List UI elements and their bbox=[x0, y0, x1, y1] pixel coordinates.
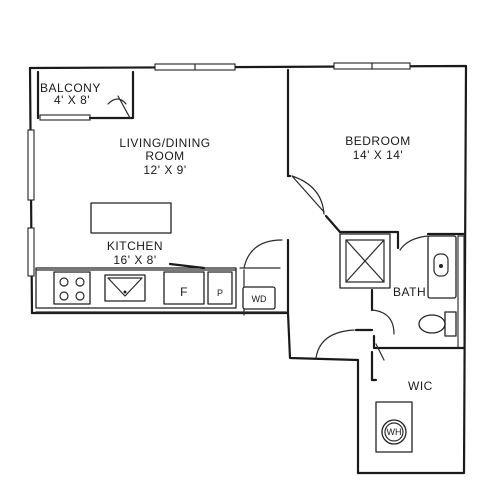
wh-label: WH bbox=[387, 427, 402, 437]
living-label-2: ROOM bbox=[145, 149, 184, 163]
range bbox=[53, 271, 91, 305]
living-size: 12' X 9' bbox=[143, 163, 186, 177]
pantry-label: P bbox=[217, 288, 223, 298]
kitchen-island bbox=[90, 202, 172, 234]
bedroom-walls bbox=[286, 68, 466, 251]
kitchen-label: KITCHEN bbox=[107, 239, 163, 253]
balcony-label: BALCONY bbox=[40, 81, 101, 95]
wd-label: WD bbox=[252, 294, 267, 304]
balcony-size: 4' X 8' bbox=[54, 93, 90, 107]
toilet-bowl bbox=[418, 314, 446, 334]
toilet-tank bbox=[444, 311, 457, 337]
refrigerator bbox=[163, 271, 205, 305]
sink bbox=[433, 253, 449, 277]
bedroom-label: BEDROOM bbox=[345, 134, 411, 148]
pantry bbox=[207, 271, 233, 305]
balcony-walls bbox=[36, 70, 135, 120]
bath-label: BATH bbox=[393, 285, 426, 299]
wic-label: WIC bbox=[408, 379, 433, 393]
living-label: LIVING/DINING bbox=[119, 136, 210, 150]
fridge-label: F bbox=[180, 285, 188, 299]
bedroom-size: 14' X 14' bbox=[353, 148, 403, 162]
washer-dryer bbox=[242, 286, 276, 310]
kitchen-fixtures bbox=[35, 202, 287, 313]
kitchen-size: 16' X 8' bbox=[113, 253, 156, 267]
bath-walls bbox=[315, 233, 466, 453]
hall-walls bbox=[239, 238, 290, 316]
kitchen-sink bbox=[104, 274, 146, 302]
room-labels: BALCONY 4' X 8' LIVING/DINING ROOM 12' X… bbox=[40, 81, 433, 437]
